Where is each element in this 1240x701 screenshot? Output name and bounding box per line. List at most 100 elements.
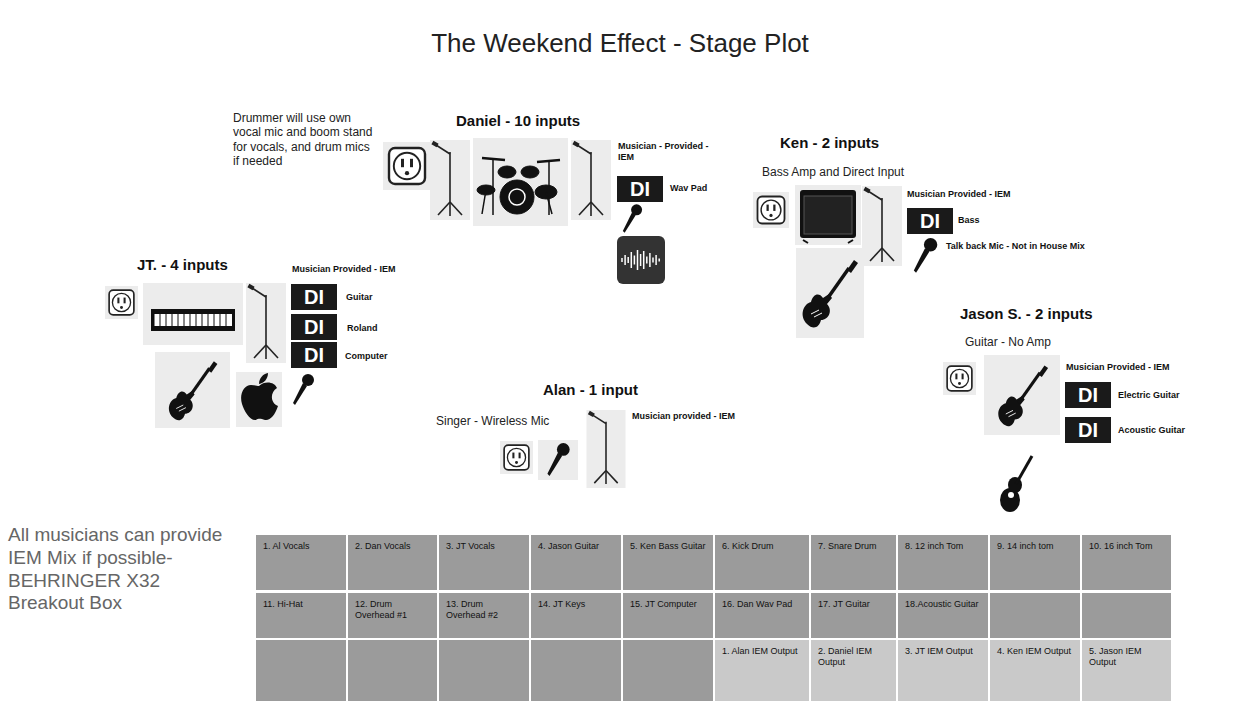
di-box: DI (907, 208, 953, 234)
stage-label: Roland (347, 323, 378, 334)
table-cell (1082, 593, 1171, 638)
vocal-mic (293, 374, 314, 405)
table-cell (256, 640, 346, 701)
key-line (154, 314, 155, 326)
table-cell-text: 4. Ken IEM Output (997, 646, 1075, 657)
di-label: DI (920, 211, 940, 231)
table-cell (811, 535, 896, 590)
key-line (196, 314, 197, 326)
apple-computer (236, 372, 282, 427)
mic-stand (587, 410, 626, 488)
key-line (178, 314, 179, 326)
electric-guitar (169, 361, 217, 420)
keyboard (143, 283, 243, 345)
stage-label: Alan - 1 input (543, 381, 638, 399)
table-cell (439, 640, 529, 701)
table-cell (990, 535, 1080, 590)
key-line (184, 314, 185, 326)
di-label: DI (1078, 420, 1098, 440)
table-cell-text: 10. 16 inch Tom (1089, 541, 1166, 552)
input-table (256, 535, 1171, 701)
table-cell (256, 535, 346, 590)
table-cell (623, 593, 713, 638)
vocal-mic (623, 204, 642, 232)
mic-stand (430, 140, 470, 220)
stage-label: Ken - 2 inputs (780, 134, 879, 152)
stage-label: Bass Amp and Direct Input (762, 165, 904, 179)
table-cell-text: 15. JT Computer (630, 599, 708, 610)
stage-label: Drummer will use own vocal mic and boom … (233, 111, 373, 169)
stage-label: Musician Provided - IEM (292, 264, 396, 275)
table-cell-text: 14. JT Keys (538, 599, 616, 610)
table-cell (1082, 535, 1171, 590)
key-line (220, 314, 221, 326)
table-cell (439, 593, 529, 638)
table-cell-text: 17. JT Guitar (818, 599, 891, 610)
di-box: DI (1065, 417, 1111, 443)
table-cell-text: 3. JT Vocals (446, 541, 524, 552)
table-cell (531, 535, 621, 590)
stage-label: Musician Provided - IEM (1066, 362, 1170, 373)
stage-label: Electric Guitar (1118, 390, 1180, 401)
stage-label: Guitar - No Amp (965, 335, 1051, 349)
stage-label: Musician provided - IEM (632, 411, 735, 422)
table-cell (898, 593, 988, 638)
key-line (190, 314, 191, 326)
table-cell-text: 7. Snare Drum (818, 541, 891, 552)
di-box: DI (617, 176, 663, 202)
table-cell (898, 640, 988, 701)
table-cell-text: 2. Dan Vocals (355, 541, 432, 552)
table-cell (531, 640, 621, 701)
table-cell (439, 535, 529, 590)
stage-label: Jason S. - 2 inputs (960, 305, 1093, 323)
acoustic-guitar (1000, 456, 1032, 512)
stage-label: Musician - Provided - IEM (618, 141, 710, 163)
key-line (214, 314, 215, 326)
wav-pad (617, 236, 665, 284)
note-text: All musicians can provide IEM Mix if pos… (8, 524, 223, 615)
stage-label: Acoustic Guitar (1118, 425, 1185, 436)
table-cell (1082, 640, 1171, 701)
table-cell-text: 4. Jason Guitar (538, 541, 616, 552)
table-cell-text: 16. Dan Wav Pad (722, 599, 804, 610)
di-label: DI (630, 179, 650, 199)
talkback-mic (914, 238, 937, 273)
table-cell (348, 535, 437, 590)
table-cell-text: 1. Alan IEM Output (722, 646, 804, 657)
stage-label: Wav Pad (670, 183, 707, 194)
table-cell-text: 1. Al Vocals (263, 541, 341, 552)
table-cell (715, 640, 809, 701)
stage-label: Singer - Wireless Mic (436, 414, 549, 428)
power-outlet (943, 362, 976, 395)
di-label: DI (1078, 385, 1098, 405)
handheld-mics (293, 204, 937, 480)
table-cell (811, 640, 896, 701)
table-cell-text: 11. Hi-Hat (263, 599, 341, 610)
power-outlet (500, 441, 533, 474)
key-line (172, 314, 173, 326)
di-box: DI (291, 314, 337, 340)
di-label: DI (304, 317, 324, 337)
waveform (622, 250, 659, 270)
key-line (160, 314, 161, 326)
table-cell (531, 593, 621, 638)
di-label: DI (304, 345, 324, 365)
plot-title: The Weekend Effect - Stage Plot (0, 28, 1240, 59)
drum-kit (473, 138, 568, 226)
key-line (226, 314, 227, 326)
key-line (202, 314, 203, 326)
di-label: DI (304, 287, 324, 307)
table-cell (898, 535, 988, 590)
table-cell (348, 640, 437, 701)
table-cell-text: 2. Daniel IEM Output (818, 646, 891, 668)
table-cell (811, 593, 896, 638)
table-cell (715, 593, 809, 638)
power-outlet (105, 286, 138, 319)
stage-label: Talk back Mic - Not in House Mix (946, 241, 1085, 252)
stage-label: Daniel - 10 inputs (456, 112, 580, 130)
table-cell-text: 5. Ken Bass Guitar (630, 541, 708, 552)
mic-stand (862, 186, 902, 266)
key-line (208, 314, 209, 326)
bass-guitar (803, 260, 858, 327)
